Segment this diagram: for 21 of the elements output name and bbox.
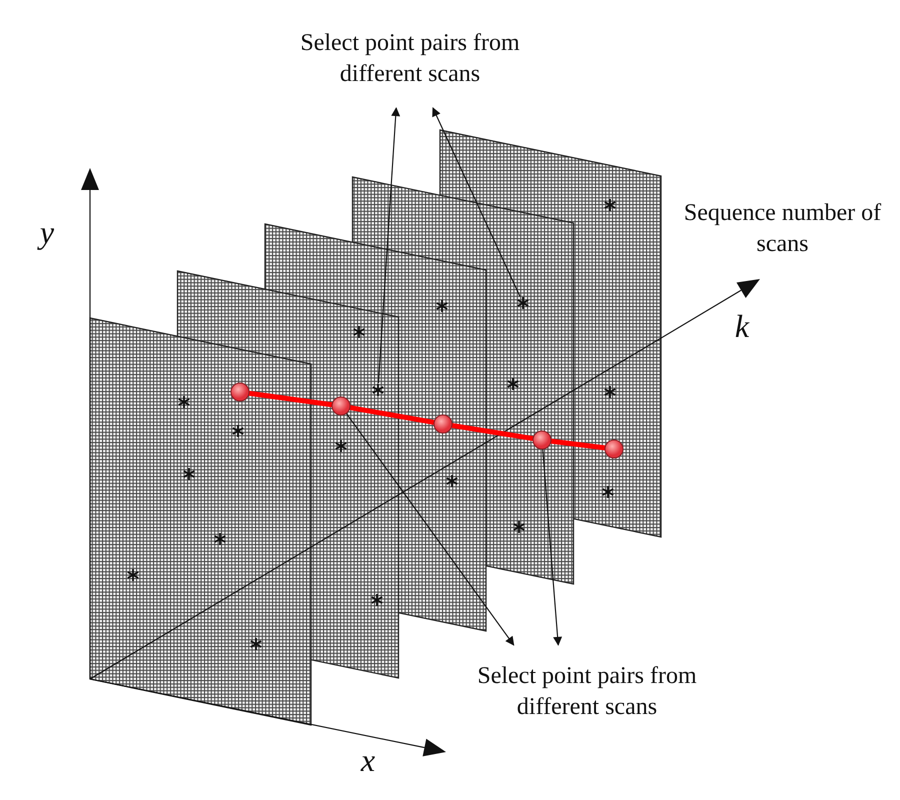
connecting-line bbox=[349, 405, 435, 425]
selected-point bbox=[434, 414, 452, 434]
axis-label: x bbox=[360, 741, 376, 780]
callout-text: Select point pairs from different scans bbox=[476, 662, 698, 722]
leader-arrow bbox=[432, 107, 521, 297]
selected-point bbox=[332, 396, 350, 416]
selected-point bbox=[230, 382, 250, 402]
leader-arrow bbox=[346, 412, 514, 646]
asterisk-mark bbox=[517, 297, 529, 309]
axis-label: y bbox=[30, 212, 64, 254]
leader-arrow bbox=[542, 448, 562, 646]
callout-text: Select point pairs from different scans bbox=[299, 29, 521, 90]
connecting-line bbox=[550, 438, 606, 450]
connecting-line bbox=[248, 390, 332, 408]
axis-label: k bbox=[734, 307, 750, 346]
axis-caption: Sequence number of scans bbox=[682, 199, 882, 260]
selected-point bbox=[532, 430, 552, 450]
connecting-line bbox=[451, 422, 534, 442]
asterisk-mark bbox=[372, 384, 384, 396]
selected-point bbox=[604, 440, 624, 458]
leader-arrow bbox=[378, 107, 400, 384]
